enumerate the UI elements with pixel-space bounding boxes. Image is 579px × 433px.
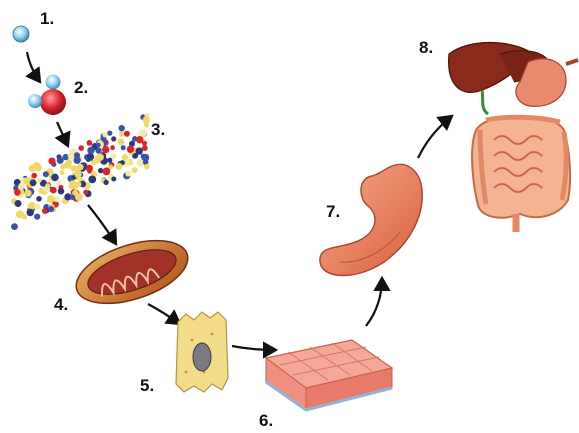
macromolecule-atom-dot — [124, 131, 130, 137]
macromolecule-atom-dot — [144, 122, 149, 127]
macromolecule-atom-dot — [83, 190, 88, 195]
arrow-1-to-2 — [27, 52, 40, 82]
step-label-8: 8. — [419, 39, 433, 56]
arrow-4-to-5 — [148, 304, 180, 324]
macromolecule-atom-dot — [141, 154, 146, 159]
macromolecule-atom-dot — [74, 157, 81, 164]
step-label-3: 3. — [151, 121, 165, 138]
macromolecule-atom-dot — [59, 170, 64, 175]
macromolecule-atom-dot — [75, 193, 83, 201]
macromolecule-atom-dot — [127, 146, 134, 153]
macromolecule-atom-dot — [43, 186, 50, 193]
macromolecule-atom-dot — [30, 179, 37, 186]
tissue-illustration — [266, 340, 392, 410]
macromolecule-atom-dot — [29, 165, 36, 172]
macromolecule-atom-dot — [98, 168, 103, 173]
macromolecule-atom-dot — [111, 153, 117, 159]
arrow-2-to-3 — [57, 122, 68, 146]
macromolecule-atom-dot — [88, 176, 96, 184]
macromolecule-atom-dot — [102, 132, 107, 137]
macromolecule-atom-dot — [11, 223, 18, 230]
cell-illustration — [176, 312, 228, 392]
step-label-6: 6. — [259, 412, 273, 429]
macromolecule-atom-dot — [15, 200, 22, 207]
macromolecule-atom-dot — [77, 164, 83, 170]
arrow-7-to-8 — [418, 116, 452, 158]
macromolecule-atom-dot — [75, 171, 82, 178]
macromolecule-atom-dot — [102, 146, 109, 153]
arrow-6-to-7 — [366, 278, 382, 326]
step-label-2: 2. — [74, 79, 88, 96]
macromolecule-atom-dot — [121, 145, 126, 150]
macromolecule-atom-dot — [119, 131, 124, 136]
macromolecule-atom-dot — [125, 171, 131, 177]
atom-illustration — [13, 26, 29, 42]
macromolecule-atom-dot — [53, 196, 59, 202]
macromolecule-atom-dot — [69, 182, 76, 189]
macromolecule-atom-dot — [103, 180, 108, 185]
macromolecule-atom-dot — [24, 190, 31, 197]
macromolecule-illustration — [11, 113, 150, 230]
macromolecule-atom-dot — [132, 167, 138, 173]
macromolecule-atom-dot — [34, 214, 40, 220]
macromolecule-atom-dot — [37, 178, 42, 183]
macromolecule-atom-dot — [107, 131, 112, 136]
step-label-4: 4. — [54, 296, 68, 313]
macromolecule-atom-dot — [119, 125, 125, 131]
step-label-7: 7. — [326, 203, 340, 220]
macromolecule-atom-dot — [144, 164, 150, 170]
macromolecule-atom-dot — [31, 173, 37, 179]
macromolecule-atom-dot — [27, 209, 34, 216]
macromolecule-atom-dot — [78, 145, 84, 151]
macromolecule-atom-dot — [96, 143, 101, 148]
macromolecule-atom-dot — [36, 196, 42, 202]
macromolecule-atom-dot — [14, 189, 21, 196]
organelle-illustration — [68, 228, 195, 315]
macromolecule-atom-dot — [110, 145, 115, 150]
organ-system-illustration — [449, 43, 578, 233]
step-label-1: 1. — [40, 10, 54, 27]
macromolecule-atom-dot — [19, 183, 25, 189]
macromolecule-atom-dot — [48, 206, 54, 212]
macromolecule-atom-dot — [136, 136, 143, 143]
macromolecule-atom-dot — [116, 163, 123, 170]
macromolecule-atom-dot — [96, 148, 102, 154]
macromolecule-atom-dot — [56, 180, 61, 185]
macromolecule-atom-dot — [43, 171, 49, 177]
molecule-illustration — [28, 75, 66, 116]
macromolecule-atom-dot — [117, 138, 124, 145]
macromolecule-atom-dot — [97, 154, 104, 161]
macromolecule-atom-dot — [50, 187, 57, 194]
macromolecule-atom-dot — [107, 158, 112, 163]
macromolecule-atom-dot — [58, 188, 65, 195]
macromolecule-atom-dot — [42, 208, 48, 214]
macromolecule-atom-dot — [87, 140, 93, 146]
macromolecule-atom-dot — [87, 147, 94, 154]
step-label-5: 5. — [140, 377, 154, 394]
macromolecule-atom-dot — [48, 158, 55, 165]
macromolecule-atom-dot — [16, 210, 24, 218]
arrow-5-to-6 — [232, 346, 276, 350]
macromolecule-atom-dot — [76, 181, 82, 187]
macromolecule-atom-dot — [65, 162, 72, 169]
macromolecule-atom-dot — [111, 136, 116, 141]
macromolecule-atom-dot — [142, 145, 148, 151]
macromolecule-atom-dot — [139, 129, 147, 137]
macromolecule-atom-dot — [34, 204, 41, 211]
macromolecule-atom-dot — [111, 177, 116, 182]
macromolecule-atom-dot — [103, 168, 111, 176]
macromolecule-atom-dot — [124, 160, 131, 167]
arrow-3-to-4 — [88, 205, 116, 244]
macromolecule-atom-dot — [68, 153, 75, 160]
macromolecule-atom-dot — [70, 195, 75, 200]
macromolecule-atom-dot — [137, 160, 144, 167]
macromolecule-atom-dot — [57, 157, 64, 164]
